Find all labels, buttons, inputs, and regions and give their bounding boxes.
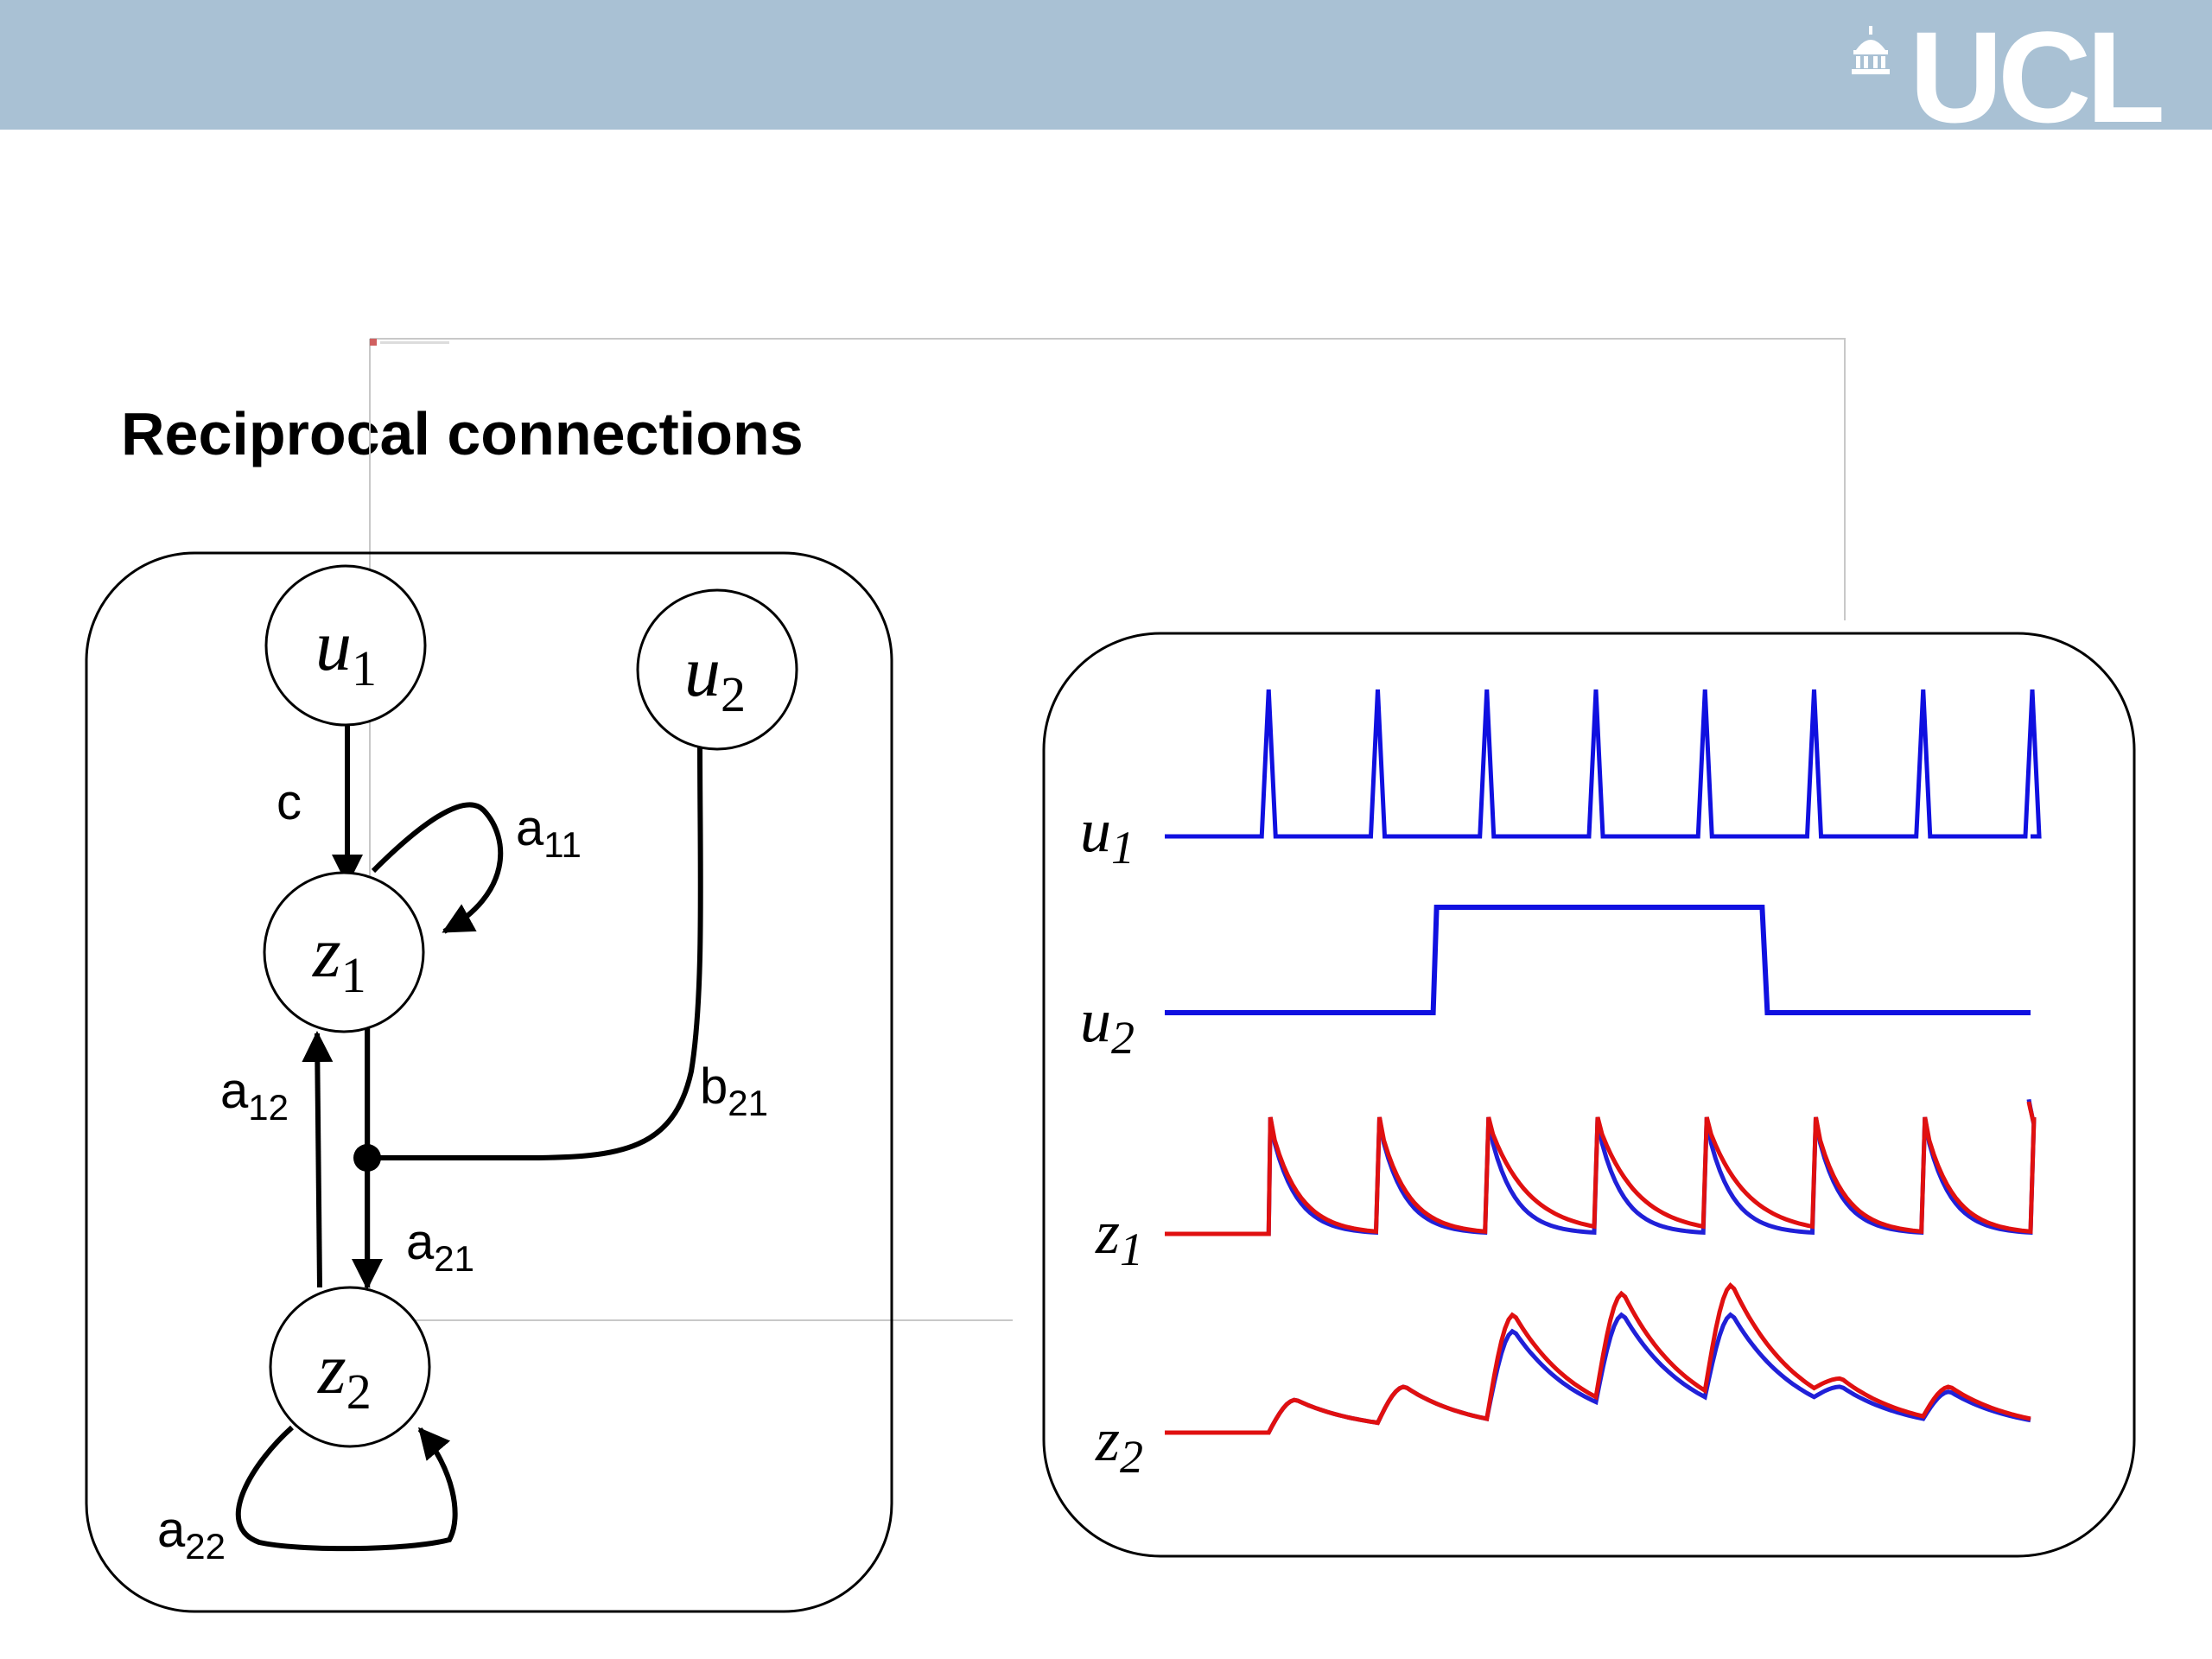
node-u2: u2 bbox=[636, 588, 798, 751]
edge-a12 bbox=[302, 1031, 334, 1288]
connectivity-diagram: u1 u2 z1 z2 c a11 a12 b21 a21 a22 bbox=[85, 551, 893, 1613]
trace-u2-input bbox=[1165, 905, 2031, 1015]
edge-a11 bbox=[371, 802, 504, 934]
ucl-logo-text: UCL bbox=[1909, 4, 2165, 149]
edge-a22 bbox=[235, 1425, 458, 1552]
ucl-logo: UCL bbox=[1851, 4, 2165, 149]
trace-label-z1: z1 bbox=[1095, 1198, 1143, 1275]
label-a11: a11 bbox=[516, 800, 582, 865]
diagram-panel bbox=[85, 551, 893, 1613]
label-c: c bbox=[276, 774, 302, 830]
node-u1: u1 bbox=[264, 564, 427, 727]
node-z2: z2 bbox=[269, 1286, 431, 1448]
trace-z1-red bbox=[1165, 1101, 2037, 1236]
trace-z2-blue bbox=[1165, 1312, 2031, 1435]
trace-label-u1: u1 bbox=[1080, 796, 1135, 874]
edge-b21 bbox=[367, 744, 703, 1160]
svg-text:z1: z1 bbox=[312, 912, 366, 1003]
ucl-dome-icon bbox=[1851, 26, 1890, 74]
label-a22: a22 bbox=[157, 1502, 226, 1567]
svg-text:u2: u2 bbox=[684, 632, 746, 722]
svg-text:u1: u1 bbox=[315, 606, 377, 696]
modulation-junction bbox=[353, 1144, 381, 1172]
trace-label-u2: u2 bbox=[1080, 986, 1135, 1064]
node-z1: z1 bbox=[263, 871, 425, 1033]
trace-z2-red bbox=[1165, 1282, 2031, 1435]
label-a21: a21 bbox=[406, 1214, 474, 1279]
label-b21: b21 bbox=[700, 1058, 768, 1123]
slide-title: Reciprocal connections bbox=[121, 400, 804, 467]
trace-u1-input bbox=[1165, 689, 2042, 839]
trace-label-z2: z2 bbox=[1095, 1405, 1143, 1483]
trace-z1-blue bbox=[1165, 1098, 2037, 1236]
header-bar: UCL bbox=[0, 0, 2212, 149]
traces-panel-frame bbox=[1042, 632, 2136, 1558]
svg-text:z2: z2 bbox=[317, 1329, 372, 1420]
label-a12: a12 bbox=[220, 1063, 289, 1128]
timecourse-panel: u1 u2 z1 z2 bbox=[1042, 632, 2136, 1558]
